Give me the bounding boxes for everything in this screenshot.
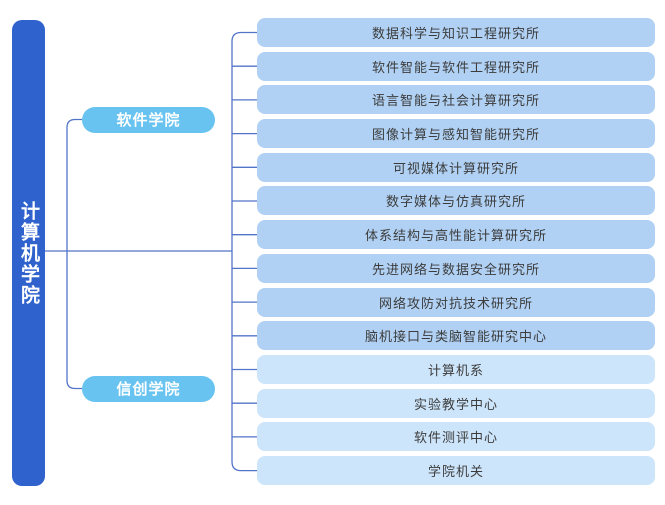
leaf-label: 语言智能与社会计算研究所 [371, 93, 540, 109]
leaf-node: 学院机关 [257, 455, 655, 485]
leaf-node: 实验教学中心 [257, 388, 655, 418]
branch-node-xinchuang-school: 信创学院 [82, 375, 215, 402]
leaf-label: 体系结构与高性能计算研究所 [364, 228, 547, 244]
leaf-node: 计算机系 [257, 354, 655, 384]
leaf-label: 网络攻防对抗技术研究所 [378, 295, 533, 311]
leaf-label: 软件智能与软件工程研究所 [371, 59, 540, 75]
leaf-node: 数据科学与知识工程研究所 [257, 18, 655, 47]
leaf-node: 网络攻防对抗技术研究所 [257, 287, 655, 317]
leaf-column: 数据科学与知识工程研究所 软件智能与软件工程研究所 语言智能与社会计算研究所 图… [257, 18, 655, 485]
leaf-node: 脑机接口与类脑智能研究中心 [257, 321, 655, 351]
leaf-label: 软件测评中心 [413, 430, 498, 446]
leaf-label: 数据科学与知识工程研究所 [371, 26, 540, 41]
leaf-node: 数字媒体与仿真研究所 [257, 186, 655, 216]
leaf-label: 计算机系 [427, 362, 484, 378]
leaf-label: 先进网络与数据安全研究所 [371, 261, 540, 277]
leaf-node: 先进网络与数据安全研究所 [257, 253, 655, 283]
leaf-label: 可视媒体计算研究所 [392, 160, 519, 176]
branch-node-software-school: 软件学院 [82, 106, 215, 133]
branch-node-label: 信创学院 [116, 381, 181, 398]
root-node-computer-school: 计算机学院 [12, 20, 45, 486]
leaf-label: 数字媒体与仿真研究所 [385, 194, 526, 210]
branch-node-label: 软件学院 [116, 112, 181, 129]
leaf-label: 图像计算与感知智能研究所 [371, 127, 540, 143]
connector-branch-trunk [66, 118, 82, 390]
leaf-node: 图像计算与感知智能研究所 [257, 119, 655, 149]
leaf-node: 软件测评中心 [257, 422, 655, 452]
leaf-label: 实验教学中心 [413, 396, 498, 412]
leaf-node: 语言智能与社会计算研究所 [257, 85, 655, 115]
leaf-label: 脑机接口与类脑智能研究中心 [364, 329, 547, 345]
leaf-node: 软件智能与软件工程研究所 [257, 51, 655, 81]
root-node-label: 计算机学院 [18, 200, 39, 306]
leaf-node: 体系结构与高性能计算研究所 [257, 220, 655, 250]
connector-leaf-trunk [231, 31, 257, 472]
leaf-label: 学院机关 [427, 463, 484, 479]
leaf-node: 可视媒体计算研究所 [257, 152, 655, 182]
